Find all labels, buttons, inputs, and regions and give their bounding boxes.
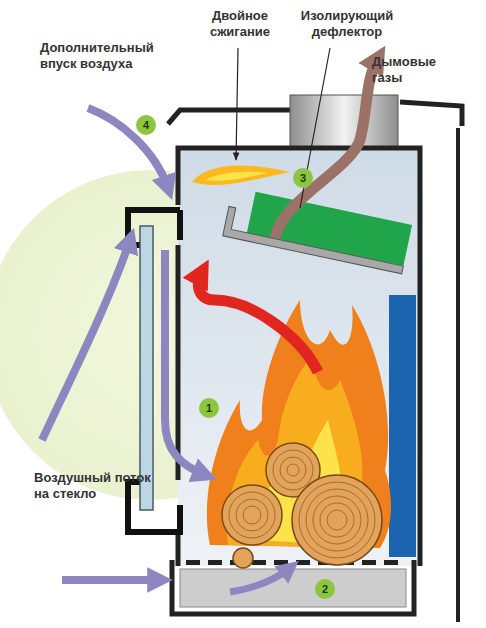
grate-bar xyxy=(252,560,266,565)
callout-number: 2 xyxy=(315,579,335,599)
log-ring xyxy=(287,464,299,476)
log-ring xyxy=(299,482,375,558)
grate-bar xyxy=(208,560,222,565)
log-ring xyxy=(313,496,361,544)
part-label: Двойное сжигание xyxy=(190,8,290,40)
grate-bar xyxy=(296,560,310,565)
log-ring xyxy=(327,510,347,530)
log-ring xyxy=(273,450,313,490)
callout-text: 3 xyxy=(300,172,306,184)
callout-text: 2 xyxy=(322,583,328,595)
callout-number: 1 xyxy=(199,398,219,418)
callout-number: 3 xyxy=(293,168,313,188)
log-ring xyxy=(280,457,306,483)
callout-number: 4 xyxy=(136,115,156,135)
part-label: Дымовые газы xyxy=(372,54,452,86)
part-label: Воздушный поток на стекло xyxy=(34,470,159,502)
log-ring xyxy=(306,489,368,551)
log-ring xyxy=(320,503,354,537)
grate-bar xyxy=(362,560,376,565)
log-ring xyxy=(236,499,268,531)
log-ring xyxy=(243,506,261,524)
grate-bar xyxy=(274,560,288,565)
callout-text: 4 xyxy=(143,119,149,131)
part-label: Изолирующий дефлектор xyxy=(292,8,402,40)
callout-text: 1 xyxy=(206,402,212,414)
grate-bar xyxy=(186,560,200,565)
grate-bar xyxy=(384,560,398,565)
part-label: Дополнительный впуск воздуха xyxy=(40,40,170,72)
log-ring xyxy=(229,492,275,538)
